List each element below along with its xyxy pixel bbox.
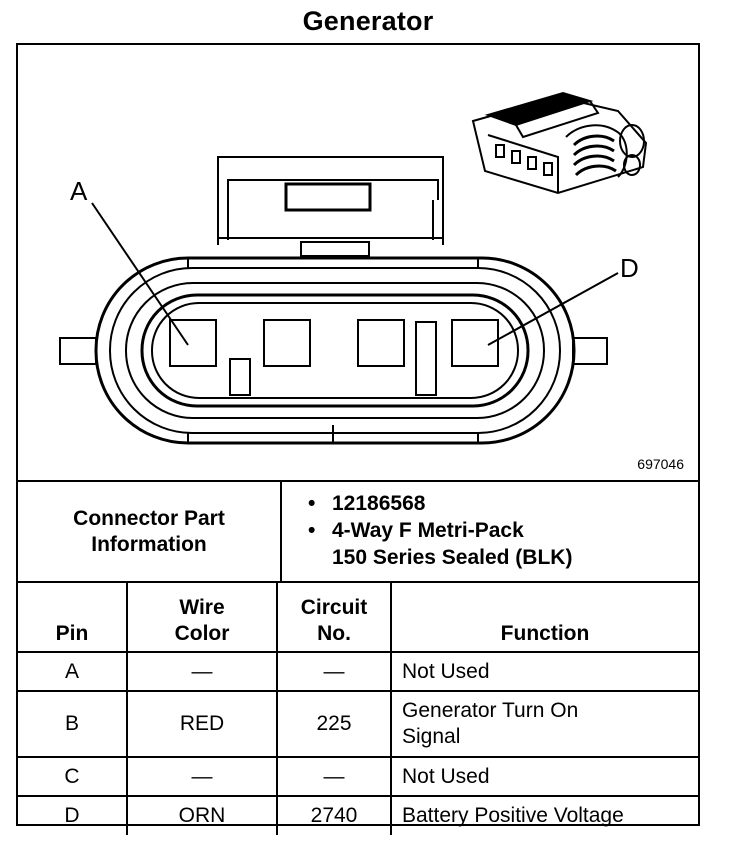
header-circuit: Circuit No. [276, 581, 392, 653]
bullet-icon: • [308, 519, 316, 542]
ring-5 [151, 302, 519, 399]
header-wire-color: Wire Color [126, 581, 278, 653]
pin-cell: C [18, 756, 128, 797]
ring-3 [125, 282, 545, 419]
figure-reference-number: 697046 [637, 456, 684, 472]
cavity-b [263, 319, 311, 367]
header-pin-text: Pin [55, 622, 89, 645]
pin-cell: A [18, 651, 128, 692]
connector-part-info: Connector Part Information • 12186568 • … [18, 480, 698, 581]
header-circuit-text: Circuit [300, 596, 368, 619]
function-line2: Signal [402, 725, 461, 748]
circuit-cell: — [276, 651, 392, 692]
header-color-text: Color [174, 622, 230, 645]
header-function-text: Function [500, 622, 590, 645]
connector-info-label: Connector Part Information [18, 482, 282, 581]
table-row: B RED 225 Generator Turn On Signal [18, 690, 698, 758]
connector-sheet: A D 697046 Connector Part Information • … [16, 43, 700, 835]
wire-color-cell: — [126, 756, 278, 797]
circuit-cell: — [276, 756, 392, 797]
part-number: 12186568 [332, 492, 426, 515]
function-line1: Generator Turn On [402, 699, 579, 722]
cavity-c [357, 319, 405, 367]
circuit-cell: 2740 [276, 795, 392, 835]
wire-color-cell: RED [126, 690, 278, 758]
header-no-text: No. [317, 622, 351, 645]
part-number-row: • 12186568 [308, 490, 572, 517]
lock-tab-left [229, 358, 251, 396]
header-pin: Pin [18, 581, 128, 653]
function-cell: Battery Positive Voltage [390, 795, 698, 835]
connector-face-diagram: A D [59, 91, 648, 445]
description-line1: 4-Way F Metri-Pack [332, 519, 524, 542]
circuit-cell: 225 [276, 690, 392, 758]
page-title: Generator [302, 6, 434, 36]
ring-2 [109, 267, 561, 434]
outer-body [94, 256, 576, 445]
leader-d [487, 272, 619, 346]
table-row: C — — Not Used [18, 756, 698, 797]
pin-label-a: A [70, 176, 88, 206]
pin-label-d: D [620, 253, 639, 283]
pin-cell: B [18, 690, 128, 758]
cavity-a [169, 319, 217, 367]
function-cell: Not Used [390, 651, 698, 692]
left-ear [59, 337, 97, 365]
info-label-line2: Information [91, 532, 207, 556]
connector-iso-picture [471, 91, 648, 195]
function-cell: Not Used [390, 756, 698, 797]
header-wire-text: Wire [179, 596, 225, 619]
ring-4 [140, 293, 530, 408]
wire-color-cell: — [126, 651, 278, 692]
cavity-d [451, 319, 499, 367]
header-function: Function [390, 581, 698, 653]
pin-cell: D [18, 795, 128, 835]
table-row: D ORN 2740 Battery Positive Voltage [18, 795, 698, 835]
description-line2: 150 Series Sealed (BLK) [332, 546, 573, 569]
latch-housing [217, 156, 444, 257]
right-ear [572, 337, 608, 365]
lock-tab-right [415, 321, 437, 396]
connector-info-list: • 12186568 • 4-Way F Metri-Pack 150 Seri… [308, 490, 572, 571]
pin-table: Pin Wire Color Circuit No. Function A — [18, 581, 698, 835]
bullet-icon: • [308, 492, 316, 515]
table-header-row: Pin Wire Color Circuit No. Function [18, 581, 698, 653]
table-row: A — — Not Used [18, 651, 698, 692]
leader-a [91, 202, 189, 346]
function-cell: Generator Turn On Signal [390, 690, 698, 758]
description-row: • 4-Way F Metri-Pack [308, 517, 572, 544]
wire-color-cell: ORN [126, 795, 278, 835]
info-label-line1: Connector Part [73, 506, 225, 530]
